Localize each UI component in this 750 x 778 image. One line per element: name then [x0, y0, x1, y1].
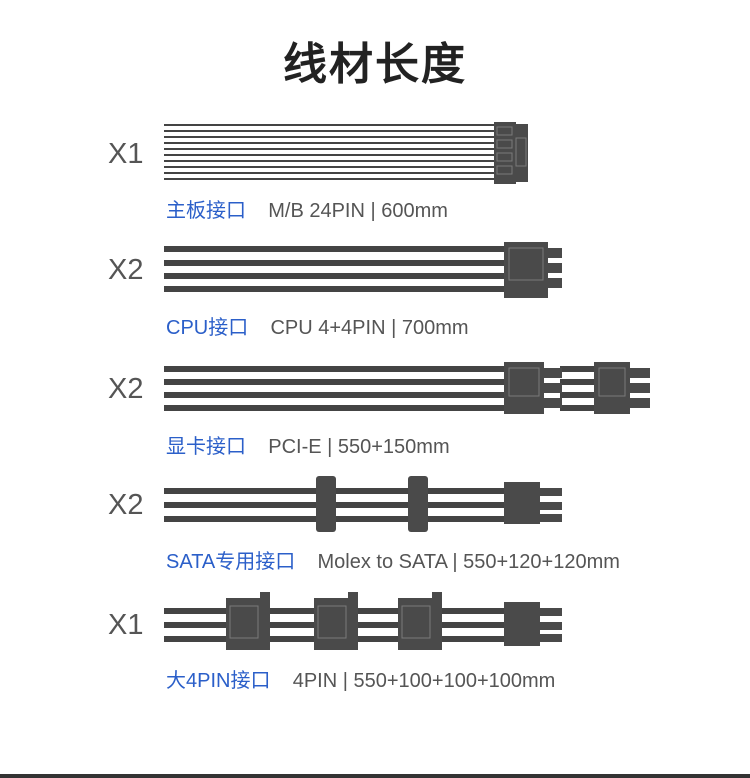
- cable-caption-cpu: CPU接口 CPU 4+4PIN | 700mm: [166, 311, 469, 340]
- cable-caption-sata: SATA专用接口 Molex to SATA | 550+120+120mm: [166, 545, 620, 574]
- connector-pcie-secondary: [594, 362, 650, 414]
- page-title: 线材长度: [283, 39, 467, 90]
- connector-spec-cpu: CPU 4+4PIN | 700mm: [270, 317, 469, 339]
- connector-spec-sata: Molex to SATA | 550+120+120mm: [317, 551, 620, 573]
- connector-4pin-1: [226, 592, 270, 650]
- connector-spec-4pin: 4PIN | 550+100+100+100mm: [292, 670, 556, 692]
- connector-name-mb24: 主板接口: [166, 200, 246, 222]
- connector-pcie-primary: [504, 362, 562, 414]
- cable-count-sata: X2: [108, 489, 144, 521]
- wire-bundle-pcie: [164, 366, 596, 411]
- cable-count-cpu: X2: [108, 254, 144, 286]
- connector-name-4pin: 大4PIN接口: [166, 670, 271, 692]
- cable-count-4pin: X1: [108, 609, 144, 641]
- connector-molex-sata: [504, 482, 562, 524]
- cable-count-pcie: X2: [108, 373, 144, 405]
- connector-spec-mb24: M/B 24PIN | 600mm: [268, 200, 448, 222]
- connector-spec-pcie: PCI-E | 550+150mm: [268, 436, 450, 458]
- bottom-divider: [0, 774, 750, 778]
- connector-sata-1: [316, 476, 336, 532]
- wire-bundle-cpu: [164, 246, 506, 292]
- connector-4pin-2: [314, 592, 358, 650]
- cable-caption-mb24: 主板接口 M/B 24PIN | 600mm: [166, 194, 448, 223]
- connector-cpu: [504, 242, 562, 298]
- cable-caption-4pin: 大4PIN接口 4PIN | 550+100+100+100mm: [166, 664, 555, 693]
- connector-4pin-3: [398, 592, 442, 650]
- connector-sata-2: [408, 476, 428, 532]
- cable-caption-pcie: 显卡接口 PCI-E | 550+150mm: [166, 430, 450, 459]
- connector-mb24: [494, 122, 528, 184]
- cable-count-mb24: X1: [108, 138, 144, 170]
- connector-name-cpu: CPU接口: [166, 317, 249, 339]
- connector-name-sata: SATA专用接口: [166, 551, 296, 573]
- connector-4pin-end: [504, 602, 562, 646]
- wire-bundle-mb24: [164, 124, 496, 180]
- connector-name-pcie: 显卡接口: [166, 436, 246, 458]
